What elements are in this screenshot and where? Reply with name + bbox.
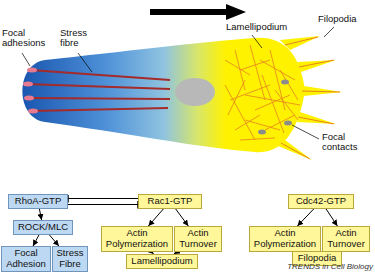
process-box: Actin Turnover xyxy=(322,226,370,252)
activation-arrow xyxy=(49,235,59,246)
actin-mesh xyxy=(225,45,300,140)
node-text: Stress Fibre xyxy=(56,248,84,270)
process-box: Actin Polymerization xyxy=(249,226,321,252)
part-label: TRENDS in Cell Biology xyxy=(278,263,373,271)
stress-fibres xyxy=(26,70,170,111)
part-label: Stress fibre xyxy=(60,28,98,49)
label-text: Stress fibre xyxy=(60,28,98,49)
direction-arrow xyxy=(150,4,246,20)
activation-arrow xyxy=(33,235,39,246)
gtpase-box: Cdc42-GTP xyxy=(288,194,354,209)
part-label: Focal contacts xyxy=(322,132,370,153)
part-label: Filopodia xyxy=(318,14,370,24)
focal-contact-dots xyxy=(258,80,292,135)
cell-body xyxy=(23,38,306,152)
node-text: Lamellipodium xyxy=(130,256,194,267)
node-text: Focal Adhesion xyxy=(5,248,47,270)
node-text: Rac1-GTP xyxy=(142,196,198,207)
label-text: Filopodia xyxy=(318,14,370,24)
activation-arrow xyxy=(297,209,313,226)
focal-adhesion-dots xyxy=(23,68,38,114)
leader-lines xyxy=(22,27,334,139)
node-text: ROCK/MLC xyxy=(17,222,69,233)
process-box: Actin Turnover xyxy=(174,226,222,252)
label-text: Focal contacts xyxy=(322,132,370,153)
label-text: TRENDS in Cell Biology xyxy=(278,263,373,271)
effector-box: ROCK/MLC xyxy=(13,220,73,235)
node-text: Actin Polymerization xyxy=(105,228,169,250)
label-text: Lamellipodium xyxy=(226,22,296,32)
inhibition-line xyxy=(68,204,138,205)
node-text: Actin Turnover xyxy=(178,228,218,250)
node-text: Actin Polymerization xyxy=(253,228,317,250)
inhibition-line xyxy=(68,198,138,199)
node-text: RhoA-GTP xyxy=(12,196,64,207)
outcome-box: Focal Adhesion xyxy=(1,246,51,272)
process-box: Actin Polymerization xyxy=(101,226,173,252)
outcome-box: Lamellipodium xyxy=(126,254,198,269)
node-text: Actin Turnover xyxy=(326,228,366,250)
activation-arrow xyxy=(39,209,41,220)
activation-arrow xyxy=(148,209,163,226)
activation-arrow xyxy=(176,209,189,226)
gtpase-box: Rac1-GTP xyxy=(138,194,202,209)
nucleus xyxy=(175,78,215,106)
part-label: Lamellipodium xyxy=(226,22,296,32)
outcome-box: Stress Fibre xyxy=(52,246,88,272)
node-text: Cdc42-GTP xyxy=(292,196,350,207)
label-text: Focal adhesions xyxy=(2,28,52,49)
gtpase-box: RhoA-GTP xyxy=(8,194,68,209)
activation-arrow xyxy=(326,209,337,226)
part-label: Focal adhesions xyxy=(2,28,52,49)
